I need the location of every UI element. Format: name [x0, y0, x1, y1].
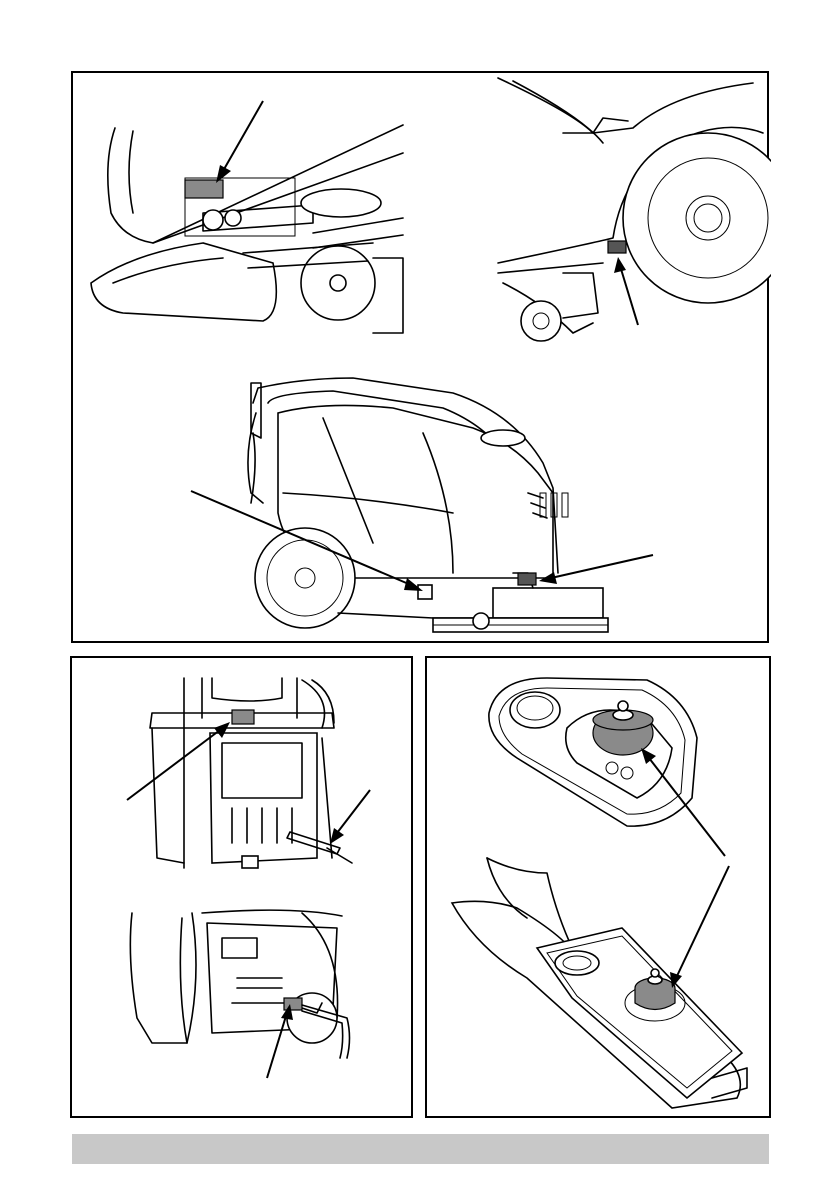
- cover-bottom-illustration: [452, 858, 747, 1108]
- side-latch: [418, 585, 432, 599]
- figure-panel-top: [71, 71, 769, 643]
- pointer-arrow: [267, 1016, 286, 1078]
- rear-wheel-illustration: [498, 78, 771, 341]
- pointer-arrow: [337, 790, 370, 833]
- latch-illustration: [150, 678, 352, 868]
- underside-illustrations: [72, 658, 415, 1120]
- leveling-foot: [608, 241, 626, 253]
- brush-foot: [518, 573, 536, 585]
- tank-cover-illustrations: [427, 658, 773, 1120]
- highlight-connector: [185, 180, 223, 198]
- pointer-arrow: [223, 101, 263, 171]
- rear-wheel: [623, 133, 771, 303]
- machine-side-illustration: [248, 378, 608, 632]
- latch-highlight: [232, 710, 254, 724]
- top-illustrations: [73, 73, 771, 645]
- cable-illustration: [130, 910, 349, 1058]
- squeegee-connection-illustration: [91, 125, 403, 333]
- figure-panel-bottom-right: [425, 656, 771, 1118]
- pointer-arrow: [677, 866, 729, 976]
- cover-top-illustration: [489, 678, 697, 826]
- cable-plug: [284, 998, 302, 1010]
- pointer-arrow: [621, 269, 638, 325]
- pointer-arrow: [551, 555, 653, 578]
- pointer-arrow: [127, 730, 220, 800]
- footer-bar: [72, 1134, 769, 1164]
- figure-panel-bottom-left: [70, 656, 413, 1118]
